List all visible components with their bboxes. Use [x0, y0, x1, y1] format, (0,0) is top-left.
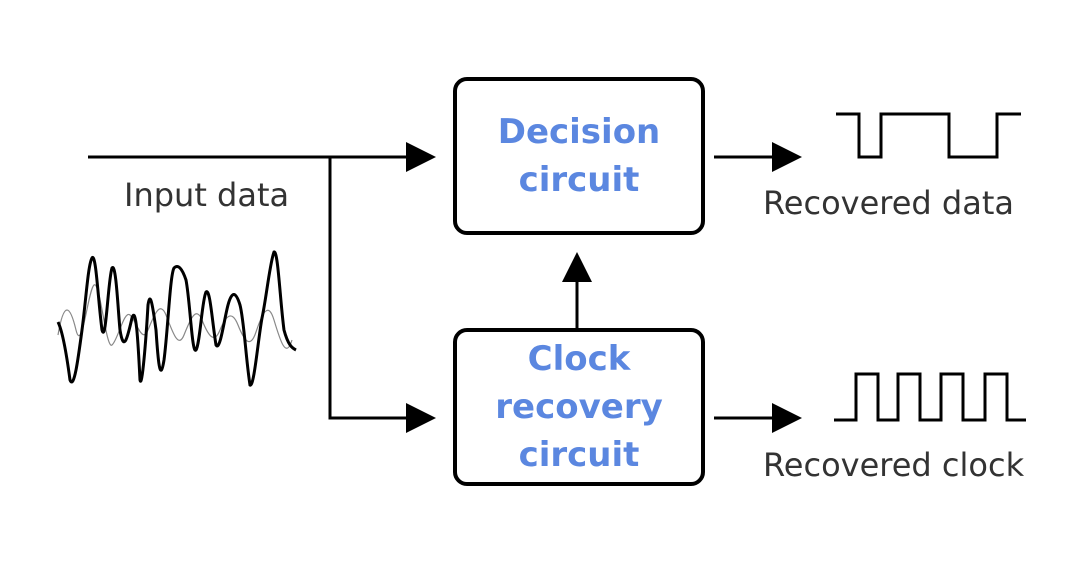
recovered-clock-label: Recovered clock	[763, 446, 1025, 484]
input-waveform-bold	[56, 250, 297, 387]
decision-box-line2: circuit	[518, 160, 640, 200]
input-data-label: Input data	[124, 176, 290, 214]
recovered-clock-waveform	[834, 372, 1026, 422]
clock-box-line3: circuit	[518, 435, 640, 475]
decision-circuit-box: Decision circuit	[453, 77, 705, 235]
clock-recovery-circuit-box: Clock recovery circuit	[453, 328, 705, 486]
clock-box-line1: Clock	[527, 339, 631, 379]
input-waveform-thin	[57, 284, 293, 349]
input-to-clock-arrow	[328, 157, 436, 433]
recovered-data-waveform	[836, 112, 1021, 159]
decision-box-line1: Decision	[497, 112, 661, 152]
recovered-data-label: Recovered data	[763, 184, 1014, 222]
clock-box-line2: recovery	[495, 387, 663, 427]
